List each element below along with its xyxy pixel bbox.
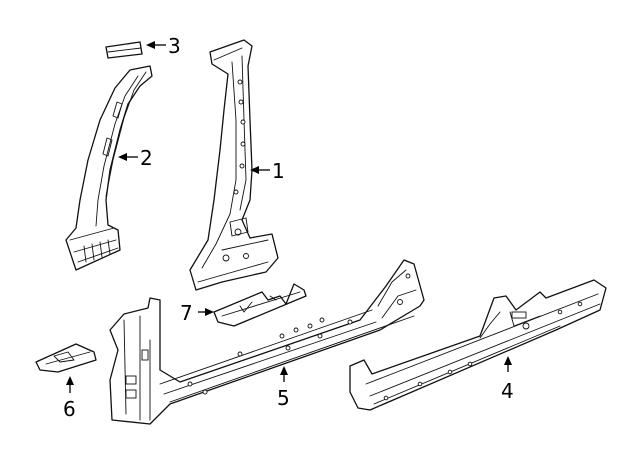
part-6-plate[interactable] bbox=[35, 343, 97, 373]
part-5-rocker-inner[interactable] bbox=[109, 259, 425, 425]
leader-1 bbox=[250, 166, 270, 174]
leader-5 bbox=[280, 366, 288, 382]
callout-7: 7 bbox=[180, 301, 193, 325]
part-3-strip[interactable] bbox=[105, 41, 143, 59]
part-1-center-pillar[interactable] bbox=[189, 39, 279, 291]
callout-4: 4 bbox=[501, 379, 514, 403]
callout-2: 2 bbox=[140, 146, 153, 170]
callout-5: 5 bbox=[277, 386, 290, 410]
callout-6: 6 bbox=[63, 397, 76, 421]
leader-2 bbox=[118, 153, 138, 161]
leader-3 bbox=[146, 41, 166, 49]
part-4-rocker-outer[interactable] bbox=[349, 279, 607, 411]
part-7-bracket[interactable] bbox=[213, 283, 307, 327]
part-2-pillar-reinforcement[interactable] bbox=[65, 65, 153, 271]
leader-6 bbox=[66, 376, 74, 393]
callout-3: 3 bbox=[168, 34, 181, 58]
callout-1: 1 bbox=[272, 159, 285, 183]
leader-4 bbox=[504, 356, 512, 372]
leader-7 bbox=[198, 308, 214, 316]
